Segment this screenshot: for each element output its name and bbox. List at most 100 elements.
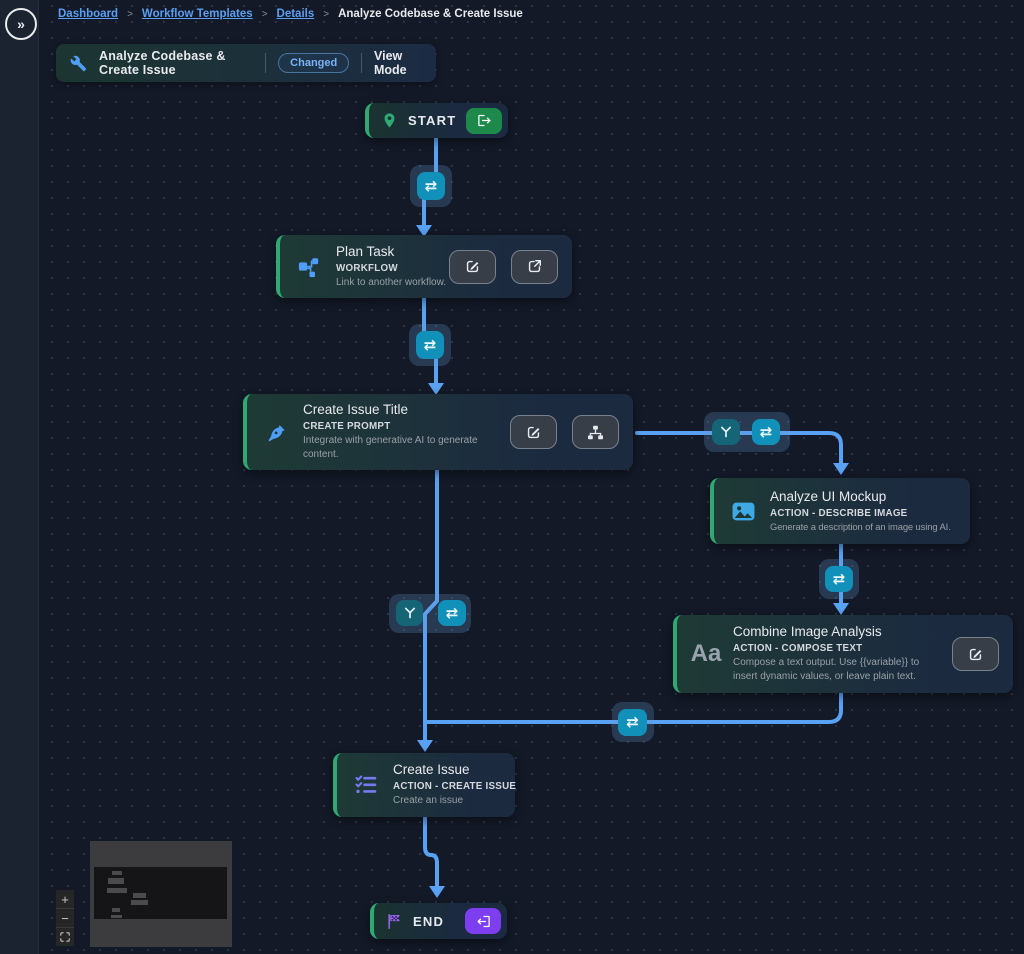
node-type: ACTION - CREATE ISSUE	[393, 781, 517, 793]
node-description: Integrate with generative AI to generate…	[303, 435, 478, 460]
workflow-header-bar: Analyze Codebase & Create Issue Changed …	[56, 44, 436, 82]
swap-arrows-icon: ⇄	[445, 604, 459, 622]
fit-view-icon	[60, 932, 70, 942]
swap-connector-start-plantask[interactable]: ⇄	[417, 172, 445, 200]
sidebar-expand-button[interactable]: »	[5, 8, 37, 40]
swap-connector-merge[interactable]: ⇄	[618, 709, 647, 736]
minimap-node	[112, 908, 120, 912]
branch-y-icon	[720, 426, 732, 438]
edit-pencil-icon	[466, 260, 479, 273]
breadcrumb-separator-icon: >	[261, 8, 268, 20]
start-label: START	[408, 113, 457, 128]
zoom-in-button[interactable]: +	[56, 890, 74, 909]
edge-createissue-end	[423, 814, 439, 889]
swap-arrows-icon: ⇄	[424, 177, 438, 195]
prompt-structure-button[interactable]	[572, 415, 619, 449]
swap-connector-right-branch[interactable]: ⇄	[752, 419, 780, 445]
plan-task-node[interactable]: Plan Task WORKFLOW Link to another workf…	[276, 235, 572, 298]
node-type: WORKFLOW	[336, 262, 398, 274]
node-title: Create Issue Title	[303, 402, 409, 418]
arrowhead-icon	[833, 463, 849, 475]
minimap-node	[131, 900, 148, 905]
arrowhead-icon	[429, 886, 445, 898]
location-pin-icon	[381, 112, 398, 129]
swap-arrows-icon: ⇄	[423, 336, 437, 354]
breadcrumb-separator-icon: >	[127, 8, 133, 20]
node-title: Analyze UI Mockup	[770, 488, 887, 504]
wrench-icon	[70, 55, 87, 72]
breadcrumb-separator-icon: >	[323, 8, 330, 20]
edit-node-button[interactable]	[510, 415, 557, 449]
zoom-controls: + −	[56, 890, 74, 946]
node-type: ACTION - COMPOSE TEXT	[733, 643, 863, 655]
node-type: ACTION - DESCRIBE IMAGE	[770, 507, 908, 519]
create-issue-node[interactable]: Create Issue ACTION - CREATE ISSUE Creat…	[333, 753, 517, 817]
plus-icon: +	[61, 891, 69, 907]
end-label: END	[413, 913, 445, 929]
branch-connector-left[interactable]	[396, 600, 423, 626]
breadcrumb-dashboard[interactable]: Dashboard	[58, 8, 119, 20]
left-sidebar: »	[0, 0, 39, 954]
node-description: Create an issue	[393, 795, 464, 807]
swap-connector-analyze-combine[interactable]: ⇄	[825, 566, 853, 592]
node-description: Compose a text output. Use {{variable}} …	[733, 657, 920, 682]
node-title: Create Issue	[393, 762, 470, 778]
swap-arrows-icon: ⇄	[759, 423, 773, 441]
logout-arrow-icon	[478, 114, 491, 127]
workflow-icon	[294, 256, 324, 278]
combine-image-analysis-node[interactable]: Aa Combine Image Analysis ACTION - COMPO…	[673, 615, 1013, 693]
start-run-button[interactable]	[466, 107, 503, 134]
edit-pencil-icon	[969, 648, 982, 660]
end-return-button[interactable]	[465, 908, 501, 934]
divider	[265, 53, 267, 73]
arrowhead-icon	[833, 603, 849, 615]
edit-node-button[interactable]	[449, 249, 496, 284]
breadcrumb-workflow-templates[interactable]: Workflow Templates	[141, 8, 253, 20]
edit-pencil-icon	[527, 426, 540, 438]
swap-arrows-icon: ⇄	[832, 570, 846, 588]
swap-connector-left-branch[interactable]: ⇄	[438, 600, 466, 626]
fit-view-button[interactable]	[56, 928, 74, 946]
minimap-node	[112, 871, 122, 875]
branch-y-icon	[404, 607, 415, 619]
edit-node-button[interactable]	[952, 637, 999, 671]
changed-status-badge: Changed	[278, 53, 350, 73]
breadcrumb-current-page: Analyze Codebase & Create Issue	[338, 8, 523, 20]
minus-icon: −	[61, 910, 69, 926]
minimap-node	[133, 893, 146, 898]
arrowhead-icon	[428, 383, 444, 395]
node-description: Generate a description of an image using…	[770, 520, 951, 532]
flow-canvas[interactable]	[38, 0, 1024, 954]
divider	[361, 53, 362, 73]
node-description: Link to another workflow.	[336, 276, 447, 288]
arrowhead-icon	[416, 225, 432, 237]
create-issue-title-node[interactable]: Create Issue Title CREATE PROMPT Integra…	[243, 394, 633, 470]
start-node[interactable]: START	[365, 103, 508, 138]
checkered-flag-icon	[386, 913, 403, 930]
external-link-icon	[528, 259, 542, 273]
branch-connector-right[interactable]	[712, 419, 740, 445]
zoom-out-button[interactable]: −	[56, 909, 74, 928]
login-arrow-icon	[476, 915, 490, 927]
swap-connector-plantask-createtitle[interactable]: ⇄	[416, 331, 444, 359]
minimap[interactable]	[90, 841, 232, 947]
view-mode-toggle[interactable]: View Mode	[373, 49, 407, 77]
open-workflow-button[interactable]	[511, 249, 558, 284]
minimap-viewport[interactable]	[94, 867, 227, 919]
sitemap-icon	[588, 425, 603, 439]
edge-createtitle-analyze	[635, 431, 843, 466]
end-node[interactable]: END	[370, 903, 507, 939]
edge-createtitle-createissue	[423, 468, 439, 743]
minimap-node	[108, 878, 124, 884]
minimap-node	[111, 915, 122, 918]
arrowhead-icon	[417, 740, 433, 752]
breadcrumb-details[interactable]: Details	[276, 8, 315, 20]
workflow-title: Analyze Codebase & Create Issue	[99, 49, 226, 77]
swap-arrows-icon: ⇄	[626, 714, 639, 731]
node-title: Plan Task	[336, 243, 395, 259]
analyze-ui-mockup-node[interactable]: Analyze UI Mockup ACTION - DESCRIBE IMAG…	[710, 478, 970, 544]
double-chevron-right-icon: »	[17, 16, 25, 32]
image-icon	[728, 499, 758, 524]
pen-nib-icon	[261, 422, 291, 443]
